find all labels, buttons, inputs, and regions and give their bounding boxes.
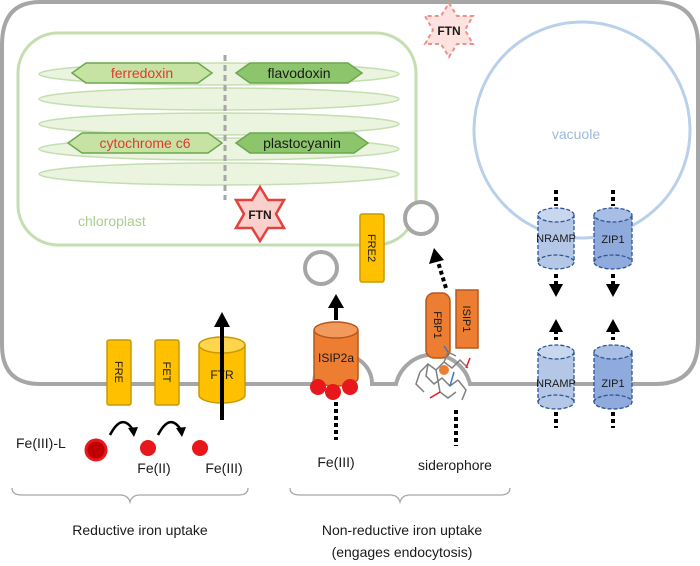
fe-iii-label-reductive: Fe(III) bbox=[205, 460, 242, 476]
vacuolar-transport-arrows bbox=[554, 190, 615, 428]
flavodoxin-label: flavodoxin bbox=[267, 65, 330, 81]
oxidation-arrow bbox=[156, 421, 183, 436]
ftn-star-cytosol bbox=[423, 1, 475, 59]
fe-ii-label: Fe(II) bbox=[137, 460, 170, 476]
bound-iron bbox=[310, 379, 326, 395]
reduction-arrowhead bbox=[128, 427, 138, 437]
ftn-label-cytosol: FTN bbox=[437, 24, 460, 38]
isip2a-label: ISIP2a bbox=[318, 351, 354, 365]
fe-iii-iron bbox=[192, 440, 208, 456]
fbp1-transporter bbox=[425, 292, 451, 359]
fre-transporter bbox=[106, 339, 132, 406]
ftn-label-chloroplast: FTN bbox=[248, 208, 271, 222]
cytochrome-c6-label: cytochrome c6 bbox=[99, 135, 190, 151]
zip1-plasma-label: ZIP1 bbox=[601, 378, 624, 390]
nramp-plasma-label: NRAMP bbox=[536, 378, 576, 390]
fre-label: FRE bbox=[112, 361, 124, 383]
fe-iii-label-nonreductive: Fe(III) bbox=[317, 454, 354, 470]
siderophore-label: siderophore bbox=[418, 457, 492, 473]
ferredoxin-hexagon bbox=[70, 62, 214, 84]
nonreductive-uptake-caption-line2: (engages endocytosis) bbox=[332, 544, 473, 560]
ferredoxin-label: ferredoxin bbox=[111, 65, 173, 81]
vesicle bbox=[303, 250, 339, 286]
fet-label: FET bbox=[160, 362, 172, 383]
fe-iii-l-iron bbox=[84, 438, 108, 462]
zip1-vacuolar bbox=[593, 207, 633, 270]
chloroplast-outline bbox=[16, 31, 418, 247]
cell-membrane bbox=[0, 0, 700, 386]
flavodoxin-hexagon bbox=[234, 62, 364, 84]
endocytosis-arrow bbox=[436, 261, 448, 289]
nramp-plasma bbox=[537, 344, 575, 410]
nramp-vacuolar bbox=[537, 207, 575, 270]
cytochrome-c6-hexagon bbox=[66, 132, 224, 154]
zip1-plasma bbox=[593, 344, 633, 410]
vesicle bbox=[403, 200, 439, 236]
vacuole-label: vacuole bbox=[552, 126, 600, 142]
fet-transporter bbox=[154, 339, 180, 406]
fre2-transporter bbox=[359, 213, 385, 283]
plastocyanin-label: plastocyanin bbox=[263, 135, 341, 151]
bound-iron bbox=[325, 384, 341, 400]
bound-iron bbox=[342, 379, 358, 395]
nonreductive-brace bbox=[289, 487, 511, 505]
fbp1-label: FBP1 bbox=[431, 311, 443, 339]
vacuole-outline bbox=[472, 20, 692, 240]
thylakoid-stack bbox=[38, 62, 400, 186]
isip2a-arrowhead bbox=[328, 294, 344, 308]
siderophore-atoms bbox=[429, 345, 471, 399]
endocytosis-arrowhead bbox=[429, 248, 444, 264]
arrowheads bbox=[549, 284, 620, 332]
ftr-arrowhead bbox=[214, 312, 230, 327]
chloroplast-label: chloroplast bbox=[78, 213, 146, 229]
plastocyanin-hexagon bbox=[234, 132, 370, 154]
oxidation-arrowhead bbox=[176, 427, 186, 437]
ftn-star-chloroplast bbox=[233, 184, 287, 244]
fe-ii-iron bbox=[140, 440, 156, 456]
reductive-uptake-caption: Reductive iron uptake bbox=[72, 522, 208, 538]
nonreductive-uptake-caption-line1: Non-reductive iron uptake bbox=[322, 522, 483, 538]
isip1-label: ISIP1 bbox=[460, 306, 472, 333]
fe-iii-l-label: Fe(III)-L bbox=[16, 435, 66, 451]
reductive-brace bbox=[11, 487, 249, 505]
fre2-label: FRE2 bbox=[365, 234, 377, 262]
isip1-transporter bbox=[455, 289, 479, 349]
siderophore-iron bbox=[439, 365, 449, 375]
reduction-arrow bbox=[108, 421, 135, 436]
nramp-vacuolar-label: NRAMP bbox=[536, 233, 576, 245]
siderophore-molecule bbox=[415, 350, 469, 401]
zip1-vacuolar-label: ZIP1 bbox=[601, 234, 624, 246]
